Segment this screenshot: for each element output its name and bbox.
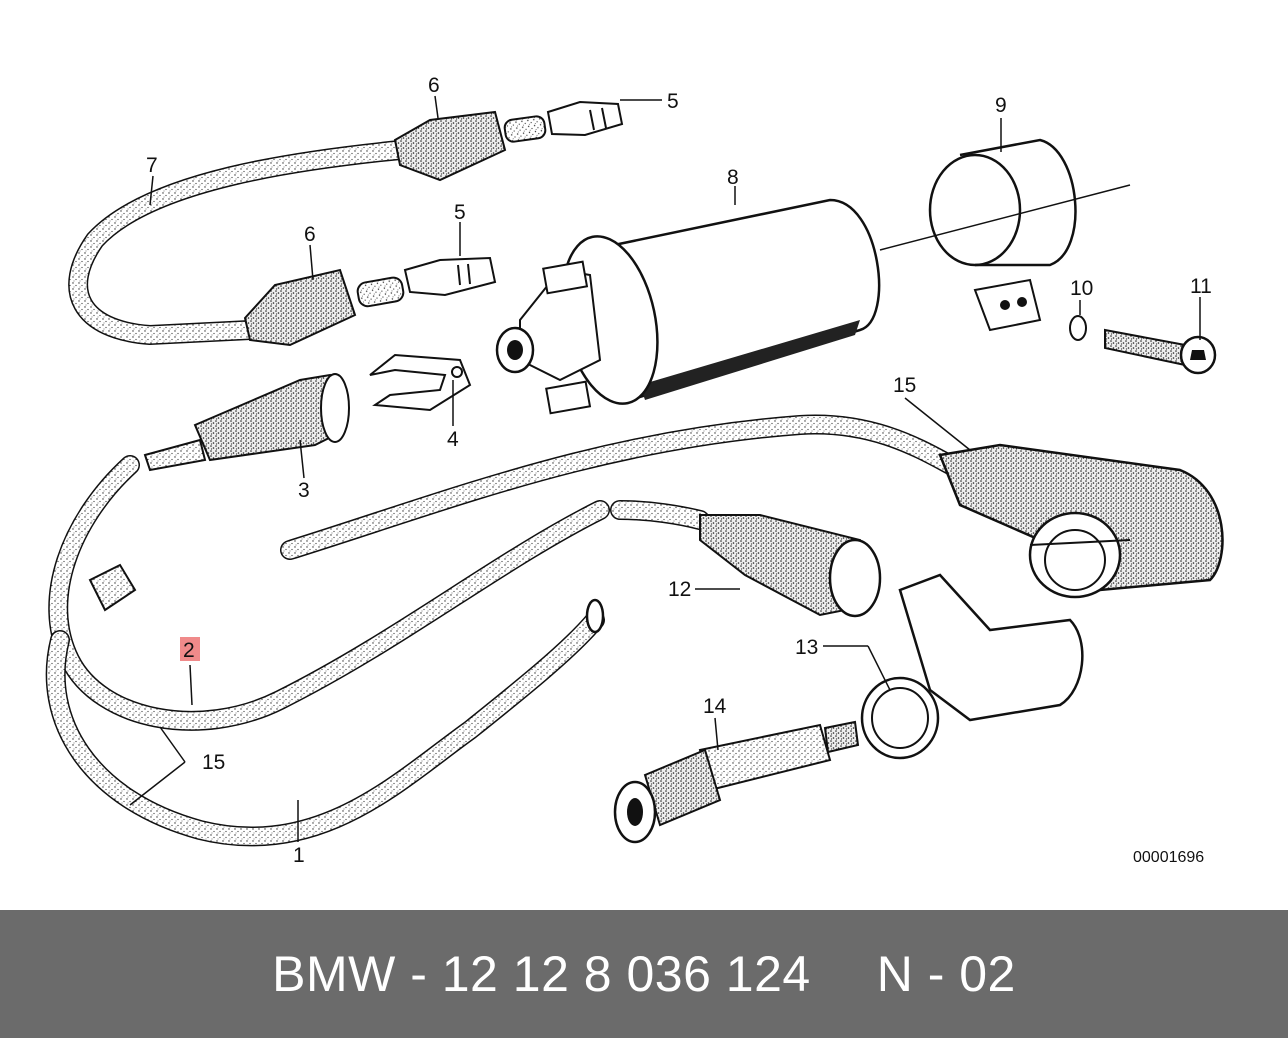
boot-6-lower: [243, 256, 497, 347]
callout-labels: 6 5 7 8 9 5 6 10 11 15 4 3 12 2 13 14 15…: [146, 74, 1212, 867]
boot-6-top: [393, 100, 624, 182]
diagram-reference-code: 00001696: [1133, 849, 1204, 866]
callout-15a: 15: [893, 374, 916, 397]
callout-12: 12: [668, 578, 691, 601]
clip-4: [369, 353, 472, 412]
highlight-box-2: [180, 637, 200, 661]
callout-9: 9: [995, 94, 1007, 117]
callout-13: 13: [795, 636, 818, 659]
callout-6a: 6: [428, 74, 440, 97]
spark-plug-14: [613, 720, 860, 844]
cable-15: [88, 414, 970, 612]
plug-connector-15: [938, 443, 1224, 599]
cable-7: [68, 140, 410, 346]
part-number: BMW - 12 12 8 036 124: [272, 946, 811, 1002]
washer-10: [1069, 315, 1087, 341]
callout-5a: 5: [667, 90, 679, 113]
callout-2: 2: [183, 639, 195, 662]
callout-8: 8: [727, 166, 739, 189]
callout-14: 14: [703, 695, 727, 718]
callout-11: 11: [1190, 275, 1212, 298]
footer-text: BMW - 12 12 8 036 124 N - 02: [272, 945, 1016, 1003]
callout-15b: 15: [202, 751, 225, 774]
cable-2: [45, 598, 605, 847]
bolt-11: [1104, 328, 1217, 375]
clamp-9: [879, 138, 1131, 332]
callout-3: 3: [298, 479, 310, 502]
boot-3: [143, 373, 350, 472]
connector-13: [860, 573, 1084, 760]
cable-1: [48, 455, 610, 731]
part-info-footer: BMW - 12 12 8 036 124 N - 02: [0, 910, 1288, 1038]
callout-1: 1: [293, 844, 305, 867]
leader-lines: [129, 95, 1201, 842]
position-code: N - 02: [876, 946, 1016, 1002]
ignition-parts-drawing: 6 5 7 8 9 5 6 10 11 15 4 3 12 2 13 14 15…: [45, 74, 1224, 867]
boot-12: [699, 514, 882, 618]
callout-6b: 6: [304, 223, 316, 246]
callout-4: 4: [447, 428, 459, 451]
callout-5b: 5: [454, 201, 466, 224]
parts-diagram: 6 5 7 8 9 5 6 10 11 15 4 3 12 2 13 14 15…: [45, 74, 1224, 867]
callout-10: 10: [1070, 277, 1093, 300]
cable-12-section: [610, 500, 710, 530]
callout-7: 7: [146, 154, 158, 177]
ignition-coil-8: [495, 198, 881, 415]
